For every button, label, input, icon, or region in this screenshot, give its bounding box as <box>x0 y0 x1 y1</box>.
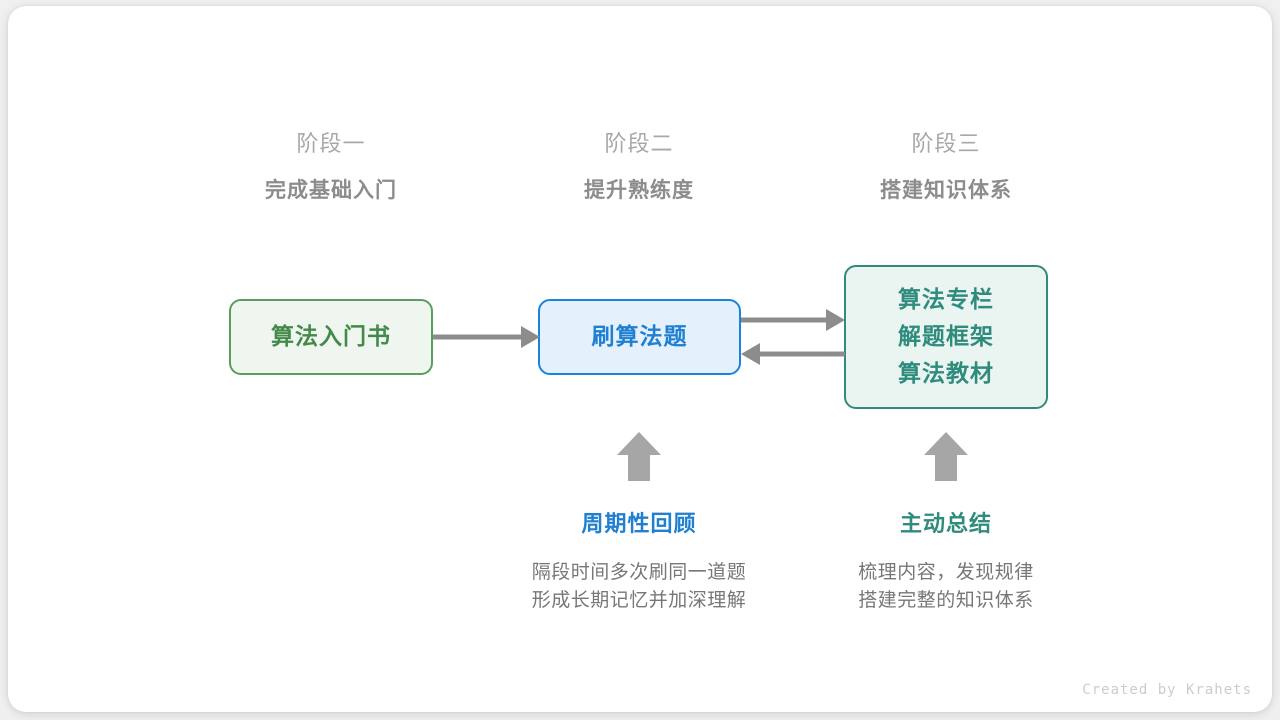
node-practice-problems[interactable]: 刷算法题 <box>538 299 741 375</box>
annotation-review: 周期性回顾 隔段时间多次刷同一道题 形成长期记忆并加深理解 <box>489 510 789 614</box>
annotation-review-title: 周期性回顾 <box>581 512 697 537</box>
node-resources-line-3: 算法教材 <box>898 360 994 387</box>
annotation-review-desc-line-1: 隔段时间多次刷同一道题 <box>531 561 747 583</box>
stage-index-2: 阶段二 <box>604 132 674 157</box>
annotation-summary-desc-line-1: 梳理内容，发现规律 <box>858 561 1034 583</box>
node-resources-line-2: 解题框架 <box>898 323 994 350</box>
annotation-review-desc-line-2: 形成长期记忆并加深理解 <box>531 589 747 611</box>
stage-index-1: 阶段一 <box>296 132 366 157</box>
arrow-review-up <box>617 432 661 481</box>
stage-title-3: 搭建知识体系 <box>880 178 1012 202</box>
node-algorithm-intro-book[interactable]: 算法入门书 <box>229 299 433 375</box>
credit-text: Created by Krahets <box>1082 682 1252 698</box>
annotation-summary-title: 主动总结 <box>899 512 992 537</box>
stage-header-1: 阶段一 完成基础入门 <box>201 130 461 205</box>
stage-title-2: 提升熟练度 <box>584 178 694 202</box>
stage-title-1: 完成基础入门 <box>265 178 397 202</box>
annotation-summary-description: 梳理内容，发现规律 搭建完整的知识体系 <box>796 558 1096 614</box>
stage-header-3: 阶段三 搭建知识体系 <box>816 130 1076 205</box>
node-resources-line-1: 算法专栏 <box>898 286 994 313</box>
annotation-summary: 主动总结 梳理内容，发现规律 搭建完整的知识体系 <box>796 510 1096 614</box>
stage-header-2: 阶段二 提升熟练度 <box>509 130 769 205</box>
node-practice-line-1: 刷算法题 <box>591 323 688 350</box>
annotation-review-description: 隔段时间多次刷同一道题 形成长期记忆并加深理解 <box>489 558 789 614</box>
arrow-practice-to-resources <box>741 309 845 331</box>
annotation-summary-desc-line-2: 搭建完整的知识体系 <box>858 589 1034 611</box>
arrow-summary-up <box>924 432 968 481</box>
arrow-book-to-practice <box>433 326 540 348</box>
node-knowledge-resources[interactable]: 算法专栏 解题框架 算法教材 <box>844 265 1048 409</box>
arrow-resources-to-practice <box>741 343 845 365</box>
node-book-line-1: 算法入门书 <box>271 323 391 350</box>
stage-index-3: 阶段三 <box>911 132 981 157</box>
